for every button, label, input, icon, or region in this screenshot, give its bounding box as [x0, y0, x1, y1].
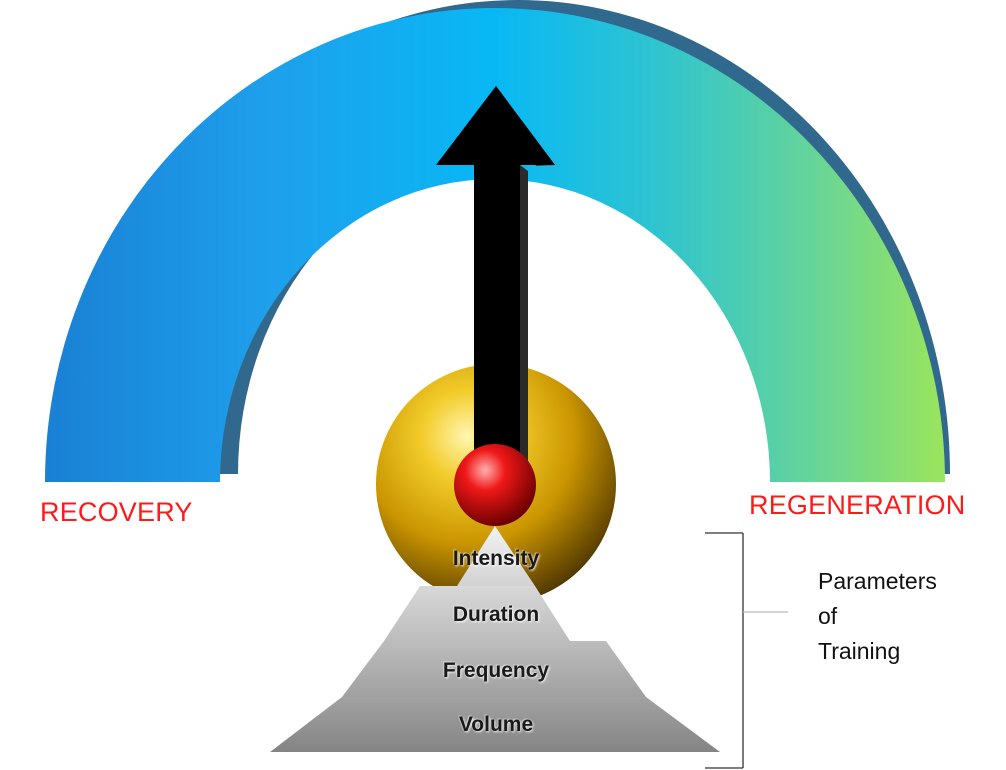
- recovery-label: RECOVERY: [40, 497, 193, 527]
- pyramid-tier-duration: [384, 586, 570, 641]
- parameters-of-training-caption: Parameters of Training: [818, 564, 937, 669]
- tier-label-intensity: Intensity: [452, 547, 540, 570]
- training-pyramid: [270, 526, 720, 752]
- caption-line: of: [818, 603, 838, 629]
- regeneration-label: REGENERATION: [749, 490, 966, 520]
- pyramid-tier-frequency: [342, 641, 646, 697]
- gauge-arc: [45, 8, 945, 482]
- tier-label-volume: Volume: [458, 713, 534, 736]
- pyramid-tier-volume: [270, 697, 720, 752]
- arrow-shaft: [474, 165, 520, 488]
- red-hub: [454, 444, 536, 526]
- tier-label-duration: Duration: [452, 603, 540, 626]
- tier-label-frequency: Frequency: [442, 659, 550, 682]
- arrow-head: [436, 86, 555, 165]
- arrow-shaft-side: [520, 165, 528, 488]
- caption-line: Parameters: [818, 568, 937, 594]
- arrow-pointer: [436, 86, 555, 488]
- bracket: [705, 532, 788, 769]
- pyramid-tier-intensity: [457, 526, 535, 586]
- caption-line: Training: [818, 638, 901, 664]
